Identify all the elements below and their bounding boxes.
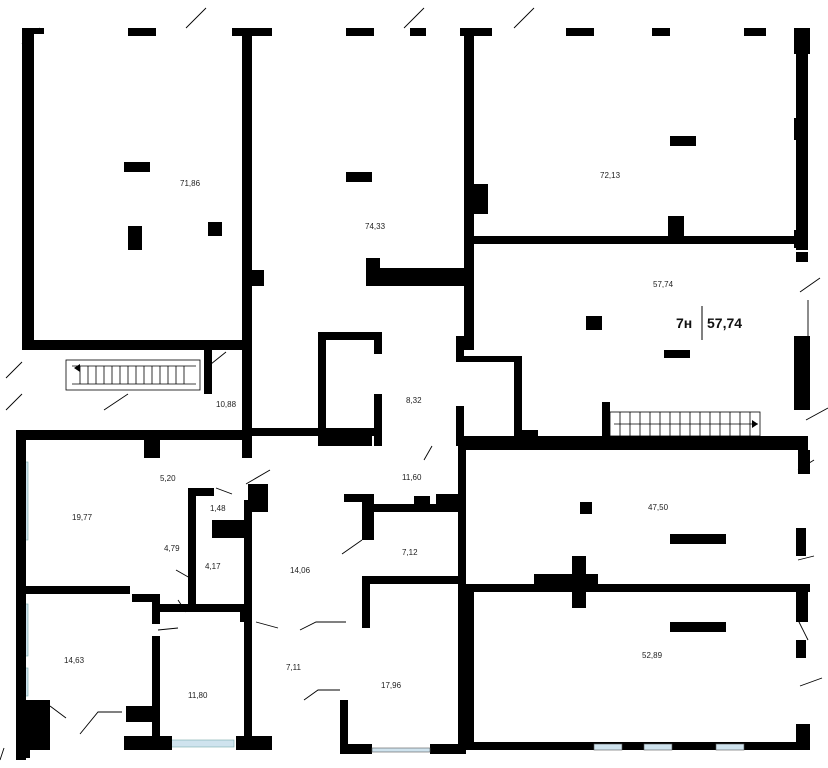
stair-arrows	[74, 364, 758, 428]
area-label-11-60: 11,60	[402, 473, 422, 482]
area-labels: 71,86 74,33 72,13 57,74 10,88 8,32 11,60…	[64, 171, 674, 700]
area-label-72-13: 72,13	[600, 171, 621, 180]
walls	[16, 28, 810, 760]
area-label-7-12: 7,12	[402, 548, 418, 557]
area-label-4-17: 4,17	[205, 562, 221, 571]
unit-area: 57,74	[707, 315, 742, 331]
area-label-17-96: 17,96	[381, 681, 402, 690]
area-label-74-33: 74,33	[365, 222, 386, 231]
area-label-19-77: 19,77	[72, 513, 93, 522]
windows-lower	[371, 743, 745, 753]
area-label-7-11: 7,11	[286, 663, 302, 672]
area-label-11-80: 11,80	[188, 691, 208, 700]
area-label-71-86: 71,86	[180, 179, 201, 188]
stairs-left	[65, 359, 201, 391]
area-label-47-50: 47,50	[648, 503, 669, 512]
area-label-5-20: 5,20	[160, 474, 176, 483]
unit-number: 7н	[676, 315, 692, 331]
stairs-right	[609, 411, 761, 437]
unit-label: 7н 57,74	[676, 315, 742, 331]
area-label-1-48: 1,48	[210, 504, 226, 513]
area-label-8-32: 8,32	[406, 396, 422, 405]
area-label-52-89: 52,89	[642, 651, 663, 660]
area-label-4-79: 4,79	[164, 544, 180, 553]
area-label-57-74: 57,74	[653, 280, 674, 289]
area-label-14-06: 14,06	[290, 566, 311, 575]
door-swings	[0, 7, 828, 761]
area-label-10-88: 10,88	[216, 400, 237, 409]
area-label-14-63: 14,63	[64, 656, 85, 665]
